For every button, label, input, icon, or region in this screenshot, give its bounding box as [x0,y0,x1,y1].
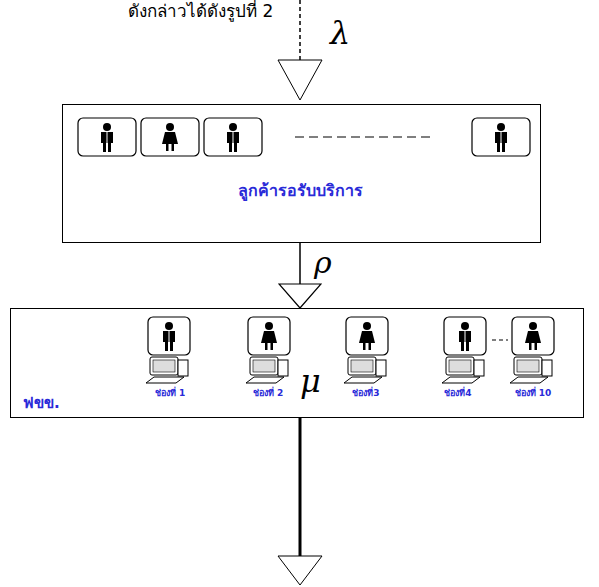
ellipsis-dashes [492,339,508,340]
counter-label: ช่องที่ 1 [155,386,185,400]
computer-icon [442,357,484,383]
flow-arrow [299,243,301,308]
computer-icon [510,357,552,383]
ellipsis-dashes [295,136,432,137]
computer-icon [344,357,386,383]
customer-icon [444,317,486,355]
computer-icon [146,357,188,383]
arrival-head [278,60,322,100]
queue-title: ลูกค้ารอรับบริการ [238,178,363,203]
computer-icon [246,357,288,383]
arrival-rate: λ [330,14,350,52]
customer-icon [141,118,199,156]
queue-box: ลูกค้ารอรับบริการ [62,104,541,243]
customer-icon [512,317,554,355]
customer-icon [248,317,290,355]
counter-label: ช่องที่3 [352,386,379,400]
customer-icon [148,317,190,355]
office-name: ฟขข. [23,391,60,415]
counter-label: ช่องที่ 10 [515,386,552,400]
utilization-symbol: ρ [314,245,332,280]
arrival-line [299,0,301,60]
counter-label: ช่องที่ 2 [253,386,283,400]
customer-icon [472,118,530,156]
caption-fragment: ดังกล่าวได้ดังรูปที่ 2 [128,0,273,24]
customer-icon [78,118,136,156]
service-rate: μ [300,362,321,400]
customer-icon [346,317,388,355]
departure-head [278,556,322,585]
departure-line [299,418,302,556]
counter-label: ช่องที่4 [444,386,471,400]
service-box: ฟขข. [10,308,584,418]
customer-icon [204,118,262,156]
